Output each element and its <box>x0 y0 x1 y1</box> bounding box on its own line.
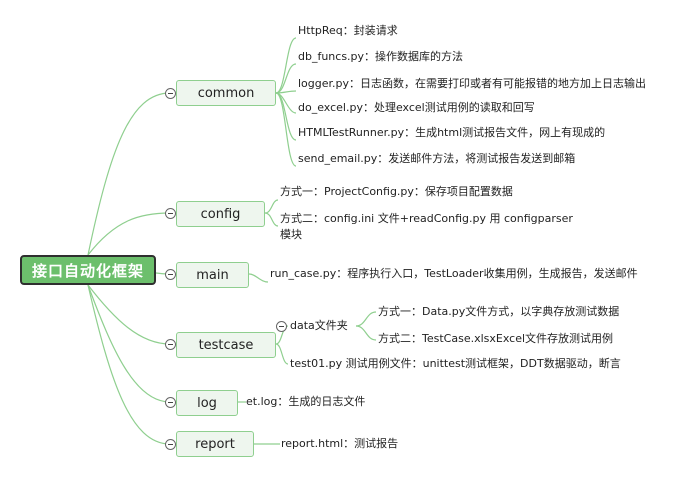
leaf-common-6[interactable]: send_email.py：发送邮件方法，将测试报告发送到邮箱 <box>298 152 576 165</box>
leaf-testcase-file[interactable]: test01.py 测试用例文件：unittest测试框架，DDT数据驱动，断言 <box>290 357 621 370</box>
leaf-report-1[interactable]: report.html：测试报告 <box>281 437 399 450</box>
collapse-toggle-common[interactable] <box>165 88 176 99</box>
leaf-common-3[interactable]: logger.py：日志函数，在需要打印或者有可能报错的地方加上日志输出 <box>298 77 647 90</box>
node-common[interactable]: common <box>176 80 276 106</box>
node-report[interactable]: report <box>176 431 254 457</box>
collapse-toggle-report[interactable] <box>165 439 176 450</box>
leaf-data-folder-1[interactable]: 方式一：Data.py文件方式，以字典存放测试数据 <box>378 305 620 318</box>
node-config[interactable]: config <box>176 201 265 227</box>
leaf-common-5[interactable]: HTMLTestRunner.py：生成html测试报告文件，网上有现成的 <box>298 126 606 139</box>
leaf-data-folder-2[interactable]: 方式二：TestCase.xlsxExcel文件存放测试用例 <box>378 332 614 345</box>
root-node[interactable]: 接口自动化框架 <box>20 255 156 285</box>
node-testcase[interactable]: testcase <box>176 332 276 358</box>
collapse-toggle-data-folder[interactable] <box>276 321 287 332</box>
collapse-toggle-config[interactable] <box>165 208 176 219</box>
node-log[interactable]: log <box>176 390 238 416</box>
collapse-toggle-testcase[interactable] <box>165 339 176 350</box>
leaf-common-4[interactable]: do_excel.py：处理excel测试用例的读取和回写 <box>298 101 535 114</box>
leaf-config-2[interactable]: 方式二：config.ini 文件+readConfig.py 用 config… <box>280 212 573 241</box>
collapse-toggle-main[interactable] <box>165 269 176 280</box>
node-main[interactable]: main <box>176 262 249 288</box>
leaf-main-1[interactable]: run_case.py：程序执行入口，TestLoader收集用例，生成报告，发… <box>270 267 638 280</box>
leaf-common-2[interactable]: db_funcs.py：操作数据库的方法 <box>298 50 464 63</box>
leaf-config-1[interactable]: 方式一：ProjectConfig.py：保存项目配置数据 <box>280 185 513 198</box>
leaf-log-1[interactable]: et.log：生成的日志文件 <box>246 395 366 408</box>
leaf-data-folder[interactable]: data文件夹 <box>290 319 348 332</box>
leaf-common-1[interactable]: HttpReq：封装请求 <box>298 24 398 37</box>
collapse-toggle-log[interactable] <box>165 397 176 408</box>
